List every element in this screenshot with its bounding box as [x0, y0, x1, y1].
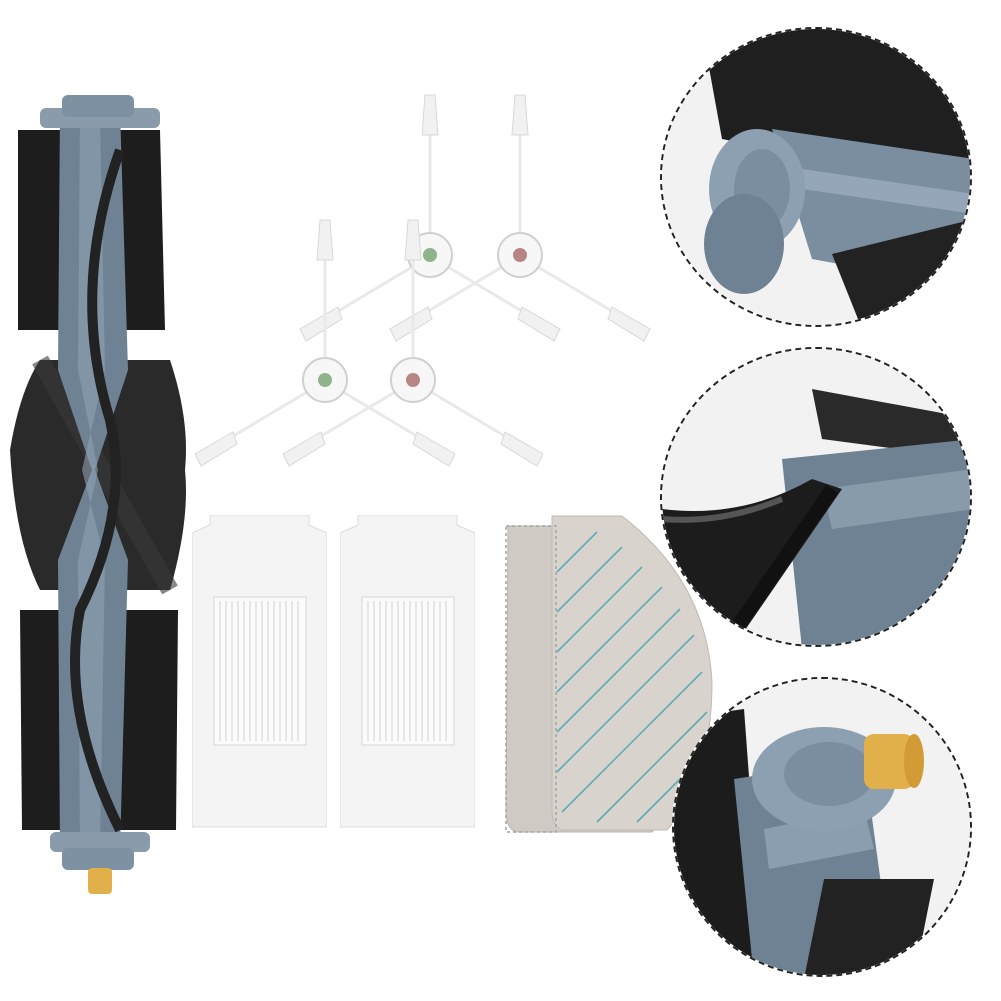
detail-view-axle-end [672, 677, 972, 977]
main-roller-brush [10, 95, 186, 894]
detail-view-bristle-blade [660, 347, 972, 647]
hepa-filter-2 [340, 515, 475, 828]
detail-view-end-cap [660, 27, 972, 327]
hepa-filter-1 [192, 515, 327, 828]
side-brushes [193, 93, 652, 468]
